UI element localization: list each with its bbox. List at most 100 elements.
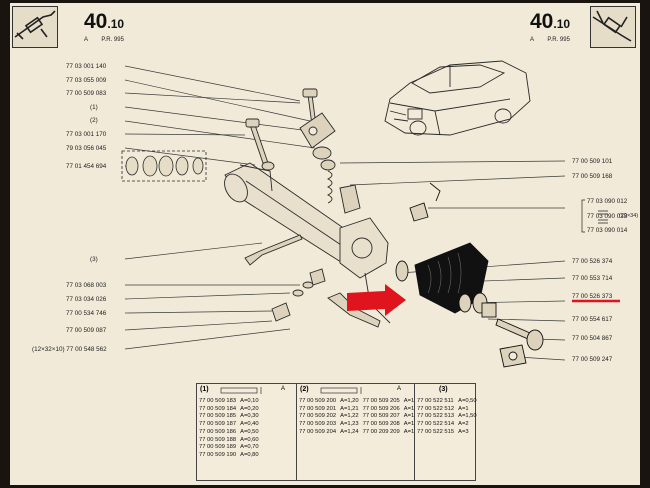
red-arrow — [347, 284, 406, 316]
table-cell: A=0,50 — [458, 398, 477, 404]
label-part: 77 03 001 170 — [66, 131, 107, 138]
table-cell: 77 00 509 206 — [362, 405, 400, 412]
label-part: 79 03 056 045 — [66, 145, 107, 152]
catalog-page: { "header": { "left_page": "40", "left_s… — [10, 3, 640, 485]
table-3-header: (3) — [439, 386, 448, 393]
table-cell: 77 00 522 512 — [417, 405, 455, 412]
label-part: (2) — [90, 117, 98, 124]
table-cell: 77 00 209 209 — [362, 428, 400, 435]
table-cell: 77 00 509 204 — [299, 428, 337, 435]
rack-thumbnail-right — [590, 6, 636, 48]
table-cell: A=1,26 — [403, 405, 423, 412]
table-cell: 77 00 509 189 — [199, 444, 237, 451]
label-part: (3) — [90, 256, 98, 263]
label-part: 77 03 090 013 — [587, 213, 628, 220]
table-cell: A=0,10 — [240, 398, 259, 404]
table-cell: A=1,21 — [340, 405, 359, 412]
label-part: 77 03 055 009 — [66, 77, 107, 84]
table-cell: 77 00 509 200 — [299, 398, 337, 404]
table-cell: A=1,50 — [458, 413, 477, 420]
table-cell: A=1,24 — [340, 428, 359, 435]
table-cell: 77 00 509 208 — [362, 421, 400, 428]
rack-thumbnail-left — [12, 6, 58, 48]
page-number-right: 40.10 — [530, 10, 571, 33]
table-1-header: (1) — [200, 386, 209, 393]
table-cell: 77 00 509 187 — [199, 421, 237, 428]
table-cell: 77 00 522 514 — [417, 421, 455, 428]
table-cell: A=0,60 — [240, 436, 259, 443]
table-cell: A=0,30 — [240, 413, 259, 420]
table-cell: A=1 — [458, 405, 469, 412]
label-part: 77 03 001 140 — [66, 63, 107, 70]
table-cell: A=0,70 — [240, 444, 259, 451]
table-cell: 77 00 509 190 — [199, 451, 237, 458]
dim-label: A — [397, 386, 402, 392]
label-part: 77 00 509 247 — [572, 356, 613, 363]
table-cell: 77 00 522 511 — [417, 398, 454, 404]
table-cell: A=1,25 — [403, 398, 423, 404]
label-part: 77 00 553 714 — [572, 275, 613, 282]
label-part: 77 00 509 083 — [66, 90, 107, 97]
page-number-left: 40.10 — [84, 10, 125, 33]
label-annotation: (20×34) — [619, 213, 639, 219]
label-part: 77 00 534 746 — [66, 310, 107, 317]
table-cell: A=0,50 — [240, 428, 259, 435]
table-cell: 77 00 509 205 — [362, 398, 400, 404]
exploded-diagram — [121, 60, 620, 368]
label-part: 77 00 509 168 — [572, 173, 613, 180]
shim-icon — [220, 387, 262, 394]
label-part: 77 03 090 014 — [587, 227, 628, 234]
table-cell: 77 00 509 203 — [299, 421, 337, 428]
label-part: (12×32×10) 77 00 548 562 — [32, 346, 107, 353]
table-cell: 77 00 509 186 — [199, 428, 237, 435]
table-cell: A=1,28 — [403, 421, 423, 428]
table-cell: 77 00 509 184 — [199, 405, 237, 412]
table-cell: A=1,29 — [403, 428, 423, 435]
label-part: 77 01 454 694 — [66, 163, 107, 170]
table-cell: 77 00 509 183 — [199, 398, 237, 404]
table-cell: A=1,22 — [340, 413, 359, 420]
label-part: 77 00 554 617 — [572, 316, 613, 323]
table-cell: 77 00 509 207 — [362, 413, 400, 420]
table-cell: 77 00 522 515 — [417, 428, 455, 435]
table-cell: A=0,80 — [240, 451, 259, 458]
label-part: 77 03 068 003 — [66, 282, 107, 289]
table-cell: A=3 — [458, 428, 469, 435]
table-cell: A=1,20 — [340, 398, 359, 404]
table-cell: A=0,20 — [240, 405, 259, 412]
table-cell: 77 00 509 185 — [199, 413, 237, 420]
table-cell: A=1,27 — [403, 413, 423, 420]
label-part: 77 00 526 374 — [572, 258, 613, 265]
label-part: 77 00 504 867 — [572, 335, 613, 342]
ref-left: A P.R. 995 — [84, 37, 124, 43]
table-2-header: (2) — [300, 386, 309, 393]
table-cell: A=0,40 — [240, 421, 259, 428]
table-cell: A=2 — [458, 421, 469, 428]
table-cell: A=1,23 — [340, 421, 359, 428]
table-cell: 77 00 509 201 — [299, 405, 337, 412]
label-part-highlighted: 77 00 526 373 — [572, 293, 613, 300]
table-row: 77 00 522 511 A=0,50 — [415, 398, 479, 406]
label-part: 77 03 034 026 — [66, 296, 107, 303]
